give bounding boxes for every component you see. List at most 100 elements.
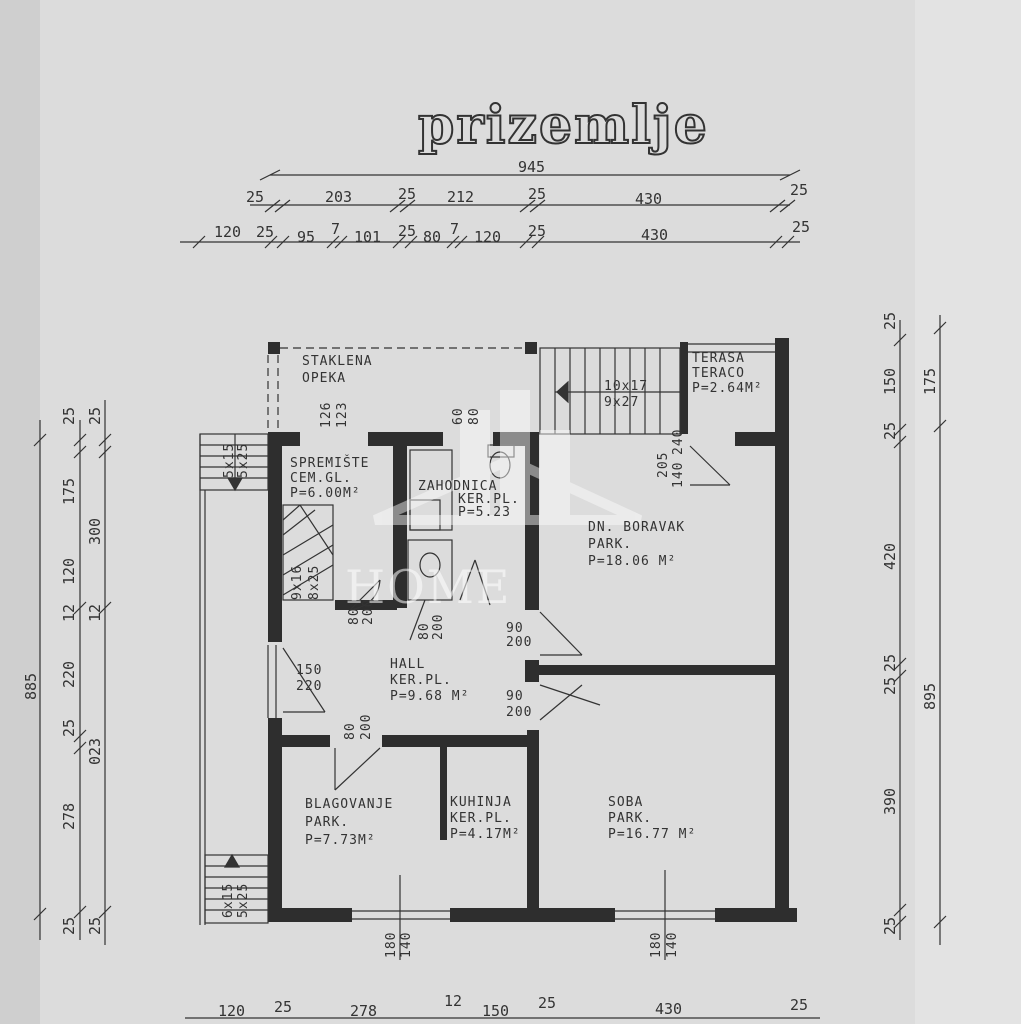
- door-label: 80: [417, 622, 432, 640]
- room-labels: STAKLENA OPEKA TERASA TERACO P=2.64M² SP…: [290, 351, 763, 848]
- dim-bottom: 278: [350, 1002, 377, 1020]
- room-soba-line3: P=16.77 M²: [608, 827, 696, 842]
- stair-labels: 10x17 9x27 5x15 5x25 9x16 8x25 6x15 5x25: [221, 379, 648, 918]
- room-spremiste-line1: SPREMIŠTE: [290, 455, 369, 471]
- inner-stairs: [282, 504, 334, 601]
- watermark-logo: [372, 390, 643, 525]
- room-boravak-line2: PARK.: [588, 537, 632, 552]
- dim-bottom: 150: [482, 1002, 509, 1020]
- door-label: 205: [656, 452, 671, 478]
- dim-top: 25: [792, 218, 810, 236]
- misc-label: 123: [335, 402, 350, 428]
- dim-right: 150: [881, 368, 899, 395]
- dim-left: 175: [60, 478, 78, 505]
- stairs-main-line1: 10x17: [604, 379, 648, 394]
- top-dimensions: 945 25 203 25 212 25 430 25 120 25 95 7 …: [180, 158, 810, 249]
- door-label: 200: [361, 599, 376, 625]
- dim-right: 25: [881, 654, 899, 672]
- room-hall-line2: KER.PL.: [390, 673, 452, 688]
- door-label: 140: [671, 462, 686, 488]
- room-kuhinja-line1: KUHINJA: [450, 795, 512, 810]
- stairs-left-bottom-line1: 6x15: [221, 883, 236, 918]
- dim-right: 25: [881, 917, 899, 935]
- window-label: 140: [399, 932, 414, 958]
- room-boravak-line3: P=18.06 M²: [588, 554, 676, 569]
- room-spremiste-line3: P=6.00M²: [290, 486, 361, 501]
- room-spremiste-line2: CEM.GL.: [290, 471, 352, 486]
- dim-right: 175: [921, 368, 939, 395]
- dim-right: 420: [881, 543, 899, 570]
- dim-bottom: 25: [538, 994, 556, 1012]
- dim-left: 12: [60, 604, 78, 622]
- room-staklena-line1: STAKLENA: [302, 354, 373, 369]
- room-soba-line1: SOBA: [608, 795, 643, 810]
- plan-title: prizemlje: [417, 94, 709, 157]
- paper-sheet: [40, 0, 970, 1024]
- watermark-text: HOME: [345, 560, 512, 614]
- dim-bottom: 25: [790, 996, 808, 1014]
- dim-bottom: 120: [218, 1002, 245, 1020]
- walls: [268, 338, 797, 922]
- dim-left: 25: [86, 917, 104, 935]
- dim-top: 95: [297, 228, 315, 246]
- left-stairs-bottom: [204, 853, 269, 924]
- room-terasa-line1: TERASA: [692, 351, 745, 366]
- stairs-inner-line1: 9x16: [290, 565, 305, 600]
- stairs-main-line2: 9x27: [604, 395, 639, 410]
- paper-edge: [915, 0, 1021, 1024]
- window-label: 140: [665, 932, 680, 958]
- dim-left: 25: [60, 917, 78, 935]
- dim-bottom: 25: [274, 998, 292, 1016]
- dim-top: 430: [635, 190, 662, 208]
- dim-top: 80: [423, 228, 441, 246]
- misc-label: 60: [451, 407, 466, 425]
- windows: [352, 870, 715, 960]
- room-terasa-line2: TERACO: [692, 366, 745, 381]
- dim-top: 120: [474, 228, 501, 246]
- dim-top: 25: [398, 222, 416, 240]
- door-label: 90: [506, 689, 524, 704]
- dim-top: 25: [528, 222, 546, 240]
- dim-overall-top: 945: [518, 158, 545, 176]
- room-zahodnica-line2: KER.PL.: [458, 492, 520, 507]
- right-dimensions: 895 175 420 390 25 25 150 25 25 25: [881, 312, 947, 945]
- room-hall-line3: P=9.68 M²: [390, 689, 469, 704]
- bottom-dimensions: 120 25 278 12 150 25 430 25: [185, 992, 820, 1020]
- room-kuhinja-line3: P=4.17M²: [450, 827, 521, 842]
- stairs-left-bottom-line2: 5x25: [236, 883, 251, 918]
- left-dimensions: 885 25 175 120 12 220 25 278 25 25 300 1…: [22, 400, 112, 945]
- main-stairs: [539, 347, 681, 435]
- dim-top: 203: [325, 188, 352, 206]
- dim-right: 390: [881, 788, 899, 815]
- dim-top: 25: [246, 188, 264, 206]
- dim-top: 7: [450, 220, 459, 238]
- dim-top: 212: [447, 188, 474, 206]
- door-label: 90: [506, 621, 524, 636]
- dim-top: 25: [256, 223, 274, 241]
- dim-bottom: 12: [444, 992, 462, 1010]
- dim-left: 220: [60, 661, 78, 688]
- stairs-left-top-line2: 5x25: [236, 443, 251, 478]
- dim-left: 25: [60, 719, 78, 737]
- door-label: 80: [343, 722, 358, 740]
- window-label: 180: [649, 932, 664, 958]
- dim-top: 25: [528, 185, 546, 203]
- room-terasa-line3: P=2.64M²: [692, 381, 763, 396]
- misc-label: 80: [467, 407, 482, 425]
- dim-right: 25: [881, 677, 899, 695]
- room-blagovanje-line1: BLAGOVANJE: [305, 797, 393, 812]
- dim-top: 101: [354, 228, 381, 246]
- room-zahodnica-line3: P=5.23: [458, 505, 511, 520]
- door-label: 200: [431, 614, 446, 640]
- dim-bottom: 430: [655, 1000, 682, 1018]
- misc-label: 126: [319, 402, 334, 428]
- stairs-left-top-line1: 5x15: [222, 443, 237, 478]
- dim-left: 300: [86, 518, 104, 545]
- room-hall-line1: HALL: [390, 657, 425, 672]
- dim-right-overall: 895: [921, 683, 939, 710]
- dim-left: 278: [60, 803, 78, 830]
- dim-right: 25: [881, 422, 899, 440]
- door-swings: [267, 445, 731, 791]
- dim-top: 25: [790, 181, 808, 199]
